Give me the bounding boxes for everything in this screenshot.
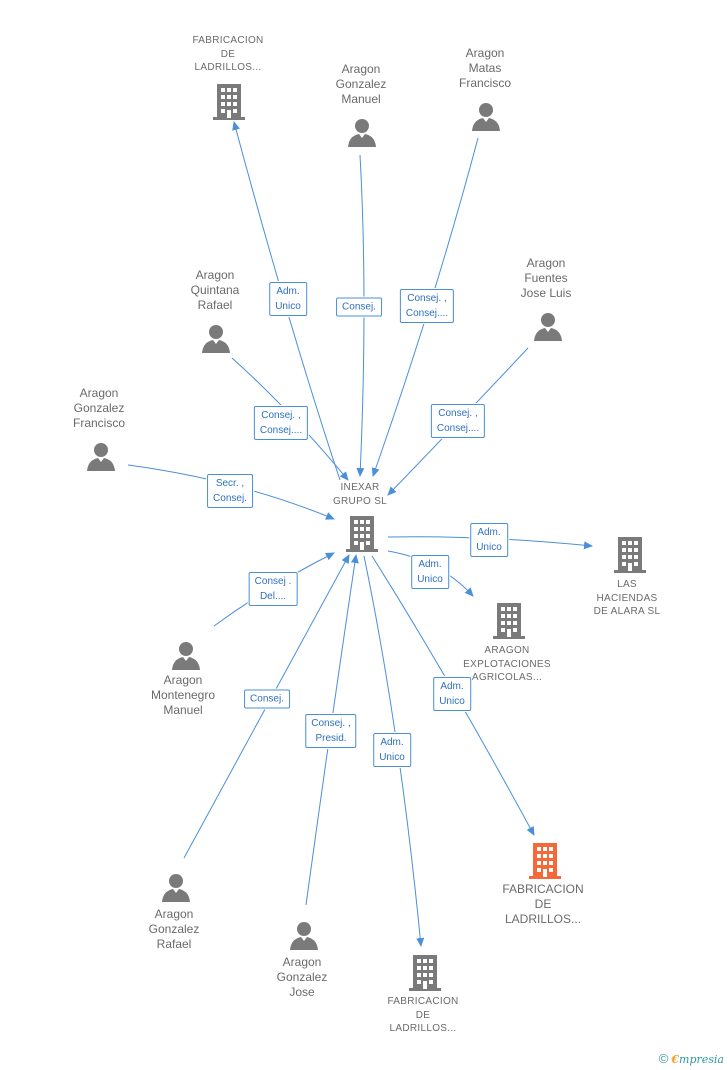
building-icon[interactable] [346,516,378,552]
relation-box-fab-top[interactable]: Adm.Unico [269,282,307,316]
person-icon[interactable] [471,101,501,131]
relation-box-explot[interactable]: Adm.Unico [411,555,449,589]
relation-box-am-francisco[interactable]: Consej. ,Consej.... [399,289,455,323]
building-icon[interactable] [493,603,525,639]
copyright-icon: © [658,1051,669,1066]
person-icon[interactable] [86,441,116,471]
building-icon[interactable] [213,84,245,120]
building-icon-highlighted[interactable] [529,843,561,879]
relation-box-am-manuel[interactable]: Consej .Del.... [248,572,298,606]
relation-box-aq-rafael[interactable]: Consej. ,Consej.... [253,406,309,440]
empresia-logo: €mpresia [671,1053,724,1066]
relation-box-ag-francisco[interactable]: Secr. ,Consej. [207,474,253,508]
relation-box-fab-bottom[interactable]: Adm.Unico [373,733,411,767]
building-icon[interactable] [614,537,646,573]
person-icon[interactable] [533,311,563,341]
person-icon[interactable] [201,323,231,353]
relation-box-ag-jose[interactable]: Consej. ,Presid. [305,714,357,748]
person-icon[interactable] [171,640,201,670]
relation-box-ag-rafael[interactable]: Consej. [244,689,290,709]
person-icon[interactable] [289,920,319,950]
person-icon[interactable] [347,117,377,147]
relation-box-af-joseluis[interactable]: Consej. ,Consej.... [430,404,486,438]
relation-box-ag-manuel[interactable]: Consej. [336,297,382,317]
relation-box-fab-orange[interactable]: Adm.Unico [433,677,471,711]
relation-box-hacienda[interactable]: Adm.Unico [470,523,508,557]
person-icon[interactable] [161,872,191,902]
footer-brand[interactable]: ©€mpresia [659,1051,724,1066]
building-icon[interactable] [409,955,441,991]
